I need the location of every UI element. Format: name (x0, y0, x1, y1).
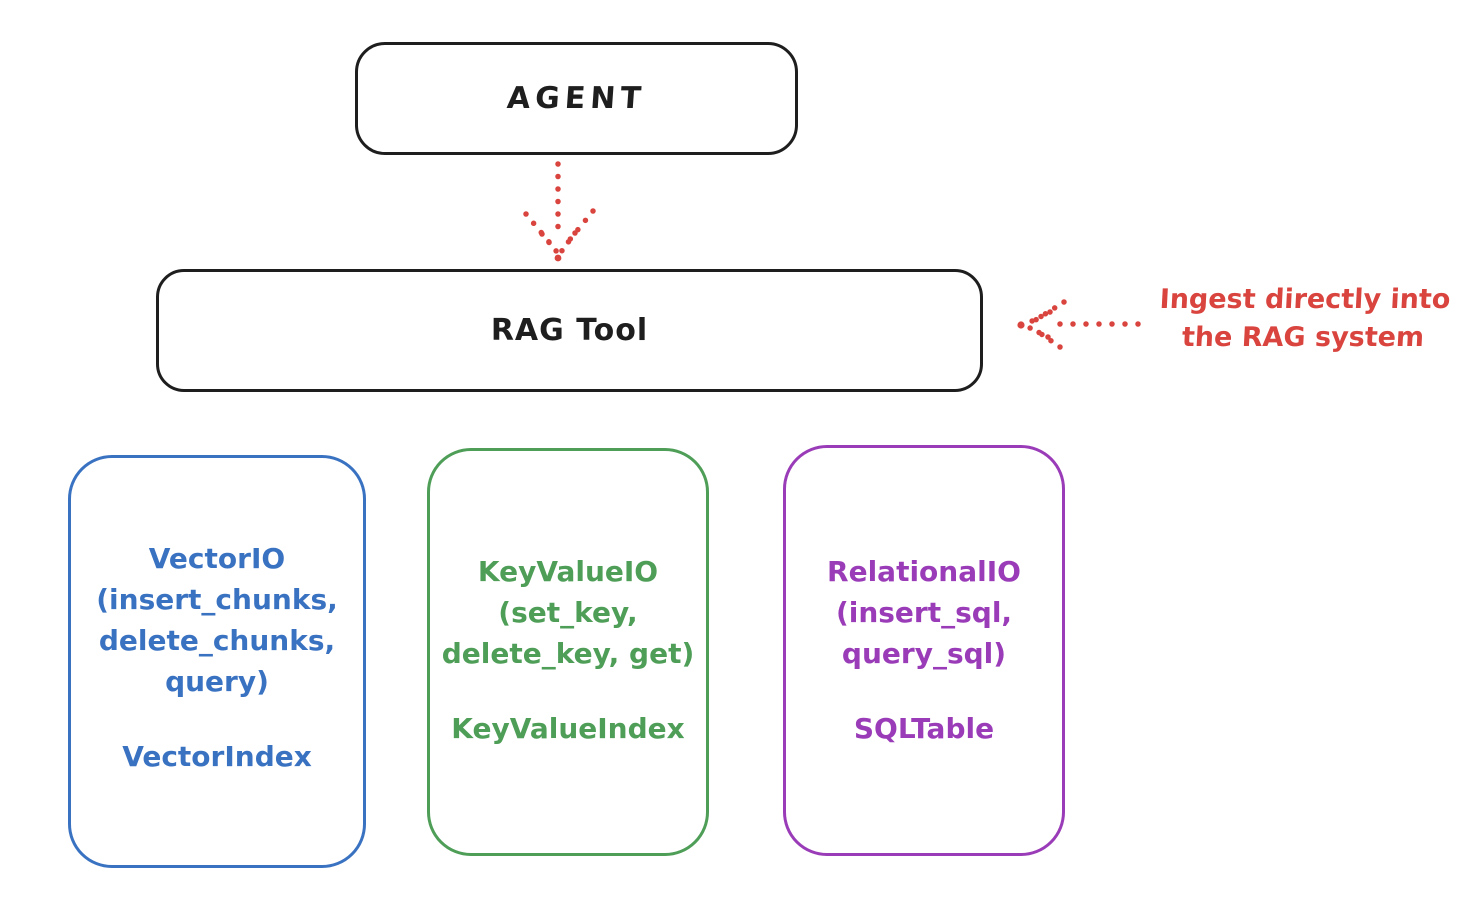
text-line: (insert_chunks, (96, 583, 338, 616)
text-line: delete_chunks, (98, 624, 336, 657)
dotted-arrow-left-icon (1017, 299, 1141, 350)
vector-io-label: VectorIO (insert_chunks, delete_chunks, … (71, 538, 363, 702)
text-line: RelationalIO (827, 555, 1021, 588)
text-line: VectorIO (148, 542, 286, 575)
agent-label: AGENT (505, 81, 648, 116)
ingest-annotation-line2: the RAG system (1181, 322, 1425, 353)
text-line: (set_key, (498, 596, 638, 629)
vector-index-label: VectorIndex (122, 740, 312, 773)
text-line: (insert_sql, (835, 596, 1013, 629)
ingest-annotation: Ingest directly into the RAG system (1126, 281, 1482, 357)
agent-node: AGENT (355, 42, 798, 155)
keyvalue-io-node: KeyValueIO (set_key, delete_key, get) Ke… (427, 448, 709, 856)
text-line: KeyValueIO (477, 555, 659, 588)
text-line: query) (165, 665, 269, 698)
sql-table-label: SQLTable (853, 712, 995, 745)
relational-io-node: RelationalIO (insert_sql, query_sql) SQL… (783, 445, 1065, 856)
text-line: query_sql) (841, 637, 1007, 670)
rag-tool-node: RAG Tool (156, 269, 983, 392)
keyvalue-index-label: KeyValueIndex (451, 712, 685, 745)
vector-io-node: VectorIO (insert_chunks, delete_chunks, … (68, 455, 366, 868)
dotted-arrow-down-icon (523, 161, 596, 262)
ingest-annotation-line1: Ingest directly into (1158, 284, 1452, 315)
text-line: delete_key, get) (441, 637, 695, 670)
keyvalue-io-label: KeyValueIO (set_key, delete_key, get) (430, 551, 706, 674)
rag-tool-label: RAG Tool (490, 313, 649, 348)
relational-io-label: RelationalIO (insert_sql, query_sql) (786, 551, 1062, 674)
